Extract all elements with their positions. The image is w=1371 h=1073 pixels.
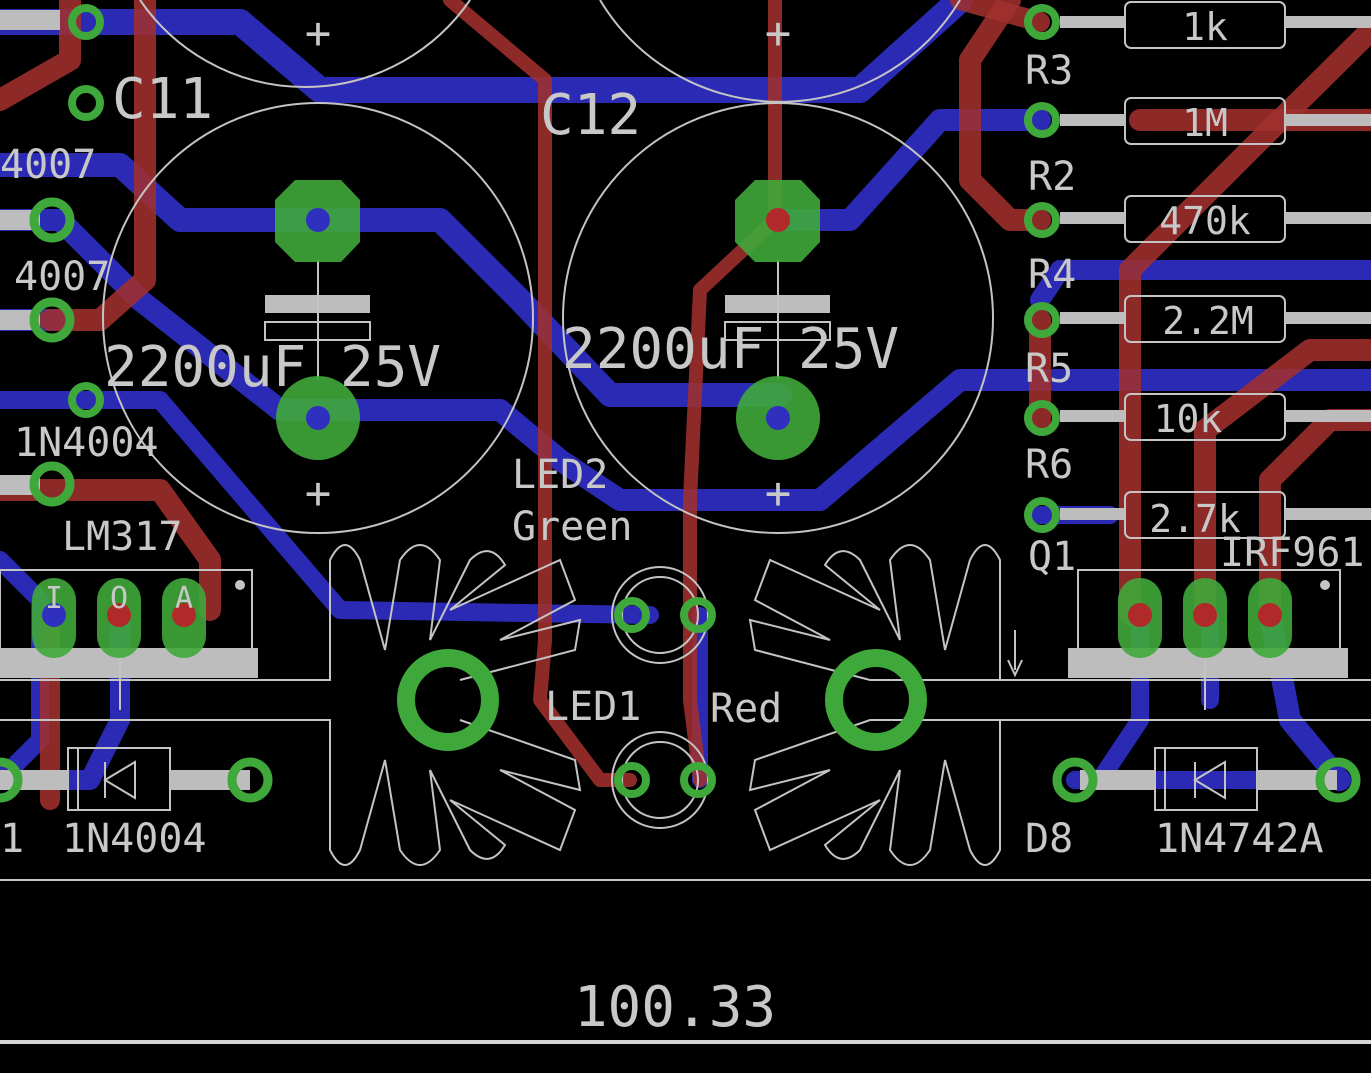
label-lm317-pin-i: I — [45, 581, 63, 616]
label-q1: Q1 — [1028, 534, 1076, 580]
label-d8-value: 1N4742A — [1155, 816, 1324, 862]
svg-text:+: + — [305, 468, 332, 519]
label-led1: LED1 — [545, 684, 641, 730]
label-c11: C11 — [112, 67, 213, 132]
component-labels: C11 C12 2200uF 25V 2200uF 25V 4007 4007 … — [0, 5, 1365, 1040]
label-c12-value: 2200uF 25V — [562, 317, 899, 382]
label-c12: C12 — [540, 83, 641, 148]
label-d8: D8 — [1025, 816, 1073, 862]
label-r2-upper-value: 470k — [1159, 199, 1251, 243]
label-r5-value: 10k — [1154, 397, 1223, 441]
label-c11-value: 2200uF 25V — [104, 335, 441, 400]
label-r5: R5 — [1025, 346, 1073, 392]
label-r2: R2 — [1028, 154, 1076, 200]
pads-layer — [0, 4, 1361, 803]
label-diode-1n4004-bottom: 1N4004 — [62, 816, 207, 862]
label-r3: R3 — [1025, 48, 1073, 94]
label-lm317: LM317 — [62, 514, 182, 560]
svg-text:+: + — [305, 8, 332, 59]
dimension-readout: 100.33 — [574, 975, 776, 1040]
label-lm317-pin-a: A — [175, 581, 193, 616]
label-diode-4007-a: 4007 — [0, 142, 96, 188]
label-diode-left-edge: 1 — [0, 816, 24, 862]
label-lm317-pin-o: O — [110, 581, 128, 616]
svg-text:+: + — [765, 8, 792, 59]
svg-text:+: + — [765, 468, 792, 519]
label-r2-value: 1M — [1182, 101, 1228, 145]
label-r4-value: 2.2M — [1162, 299, 1254, 343]
label-r6: R6 — [1025, 442, 1073, 488]
label-r6-value: 2.7k — [1149, 497, 1241, 541]
label-diode-1n4004-left: 1N4004 — [14, 420, 159, 466]
label-led2: LED2 — [512, 452, 608, 498]
label-q1-value: IRF961 — [1220, 530, 1365, 576]
label-diode-4007-b: 4007 — [14, 254, 110, 300]
label-led2-value: Green — [512, 504, 632, 550]
label-r3-value: 1k — [1182, 5, 1228, 49]
label-led1-value: Red — [710, 686, 782, 732]
label-r4: R4 — [1028, 252, 1076, 298]
